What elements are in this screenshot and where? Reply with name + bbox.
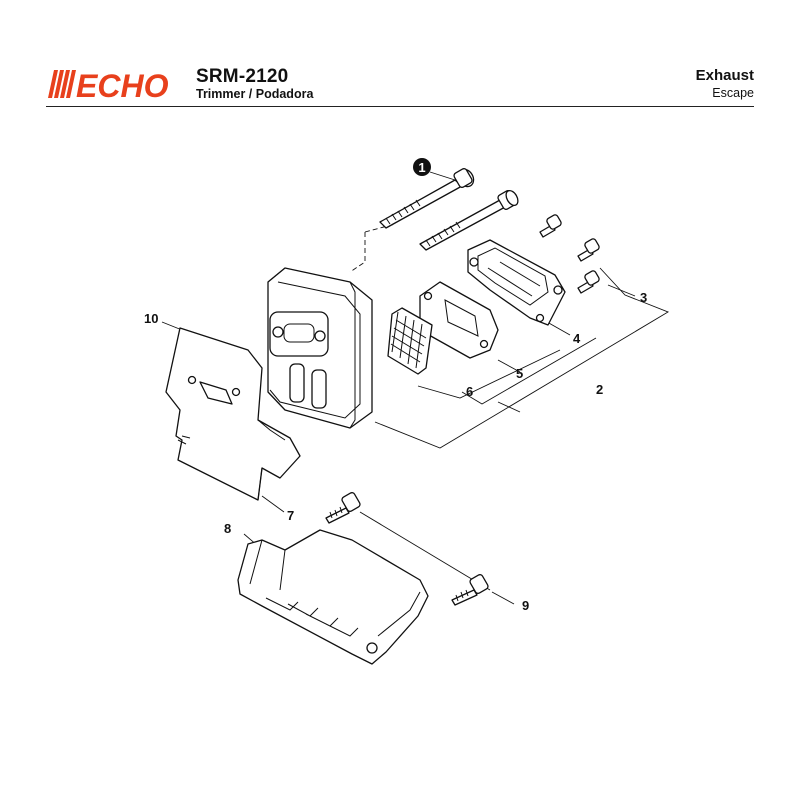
spark-screen [387, 307, 433, 375]
exhaust-bracket [467, 239, 566, 326]
logo-wordmark: ECHO [76, 68, 169, 102]
cover-screws [325, 492, 489, 606]
callout-label-10: 10 [144, 311, 158, 326]
callout-1: 1 [413, 158, 431, 176]
small-screws [539, 214, 600, 294]
callout-badge [413, 158, 431, 176]
callout-label-9: 9 [522, 598, 529, 613]
heat-shield [165, 327, 301, 501]
callout-label-6: 6 [466, 384, 473, 399]
gasket [419, 281, 499, 359]
section-title: Exhaust [695, 67, 754, 84]
callout-label-2: 2 [596, 382, 603, 397]
bolt-long-upper [379, 168, 475, 229]
page-header: ECHO SRM-2120 Trimmer / Podadora Exhaust… [0, 0, 800, 110]
callout-label-8: 8 [224, 521, 231, 536]
bolt-long-lower [419, 189, 519, 251]
callout-label-7: 7 [287, 508, 294, 523]
model-number: SRM-2120 [196, 66, 289, 87]
echo-logo: ECHO [48, 68, 169, 102]
callout-label-5: 5 [516, 366, 523, 381]
header-divider [46, 106, 754, 107]
logo-stripes [48, 70, 76, 98]
product-subtitle: Trimmer / Podadora [196, 87, 314, 101]
section-subtitle: Escape [712, 86, 754, 100]
callout-label-4: 4 [573, 331, 581, 346]
callout-label-3: 3 [640, 290, 647, 305]
muffler [267, 267, 373, 429]
callout-label-1: 1 [418, 160, 425, 175]
muffler-cover [237, 529, 429, 665]
